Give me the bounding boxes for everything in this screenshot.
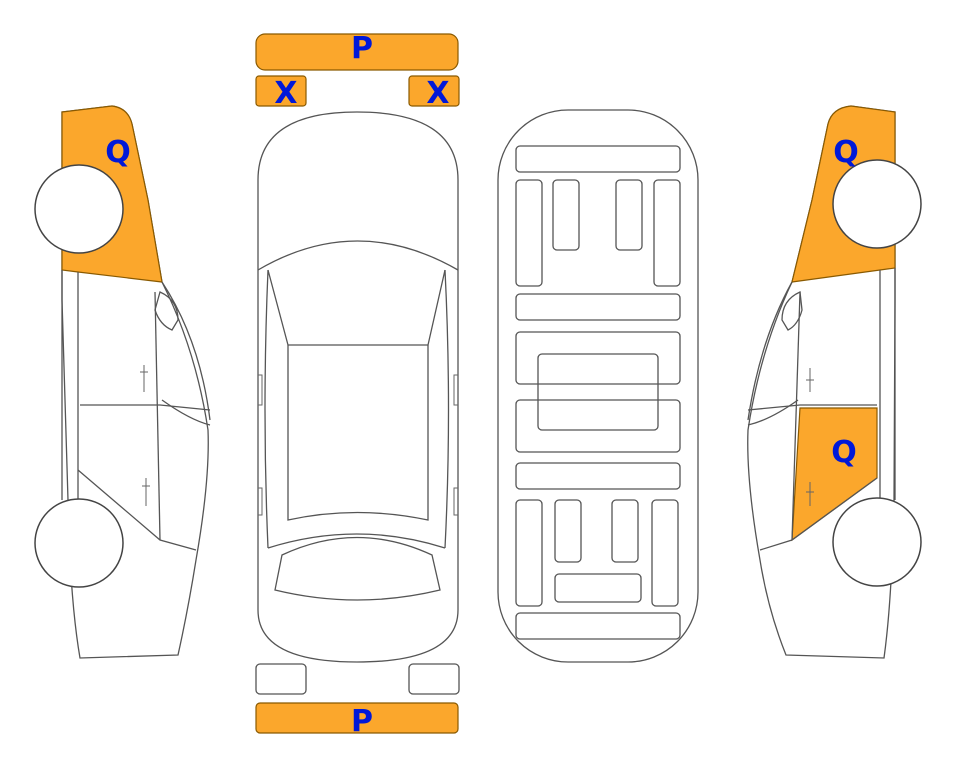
underside-view	[497, 109, 699, 663]
left-fender-marker: Q	[105, 135, 131, 170]
taillight-right	[408, 663, 460, 695]
top-body	[257, 111, 459, 663]
right-rear-wheel	[832, 497, 922, 587]
left-side-view: Q	[34, 105, 211, 659]
front-bumper-panel[interactable]	[255, 33, 459, 71]
right-front-wheel	[832, 159, 922, 249]
right-side-view: Q Q	[747, 105, 922, 659]
underside-outline	[497, 109, 699, 663]
left-rear-wheel	[34, 498, 124, 588]
right-rear-door-marker: Q	[831, 435, 857, 470]
headlight-left-panel[interactable]	[255, 75, 307, 107]
left-front-wheel	[34, 164, 124, 254]
front-bumper-marker: P	[351, 31, 373, 66]
rear-bumper-marker: P	[351, 704, 373, 739]
headlight-right-panel[interactable]	[408, 75, 460, 107]
top-view: P X X P	[255, 31, 460, 739]
rear-bumper-panel[interactable]	[255, 702, 459, 734]
taillight-left	[255, 663, 307, 695]
right-fender-marker: Q	[833, 135, 859, 170]
headlight-right-marker: X	[426, 76, 449, 111]
headlight-left-marker: X	[274, 76, 297, 111]
